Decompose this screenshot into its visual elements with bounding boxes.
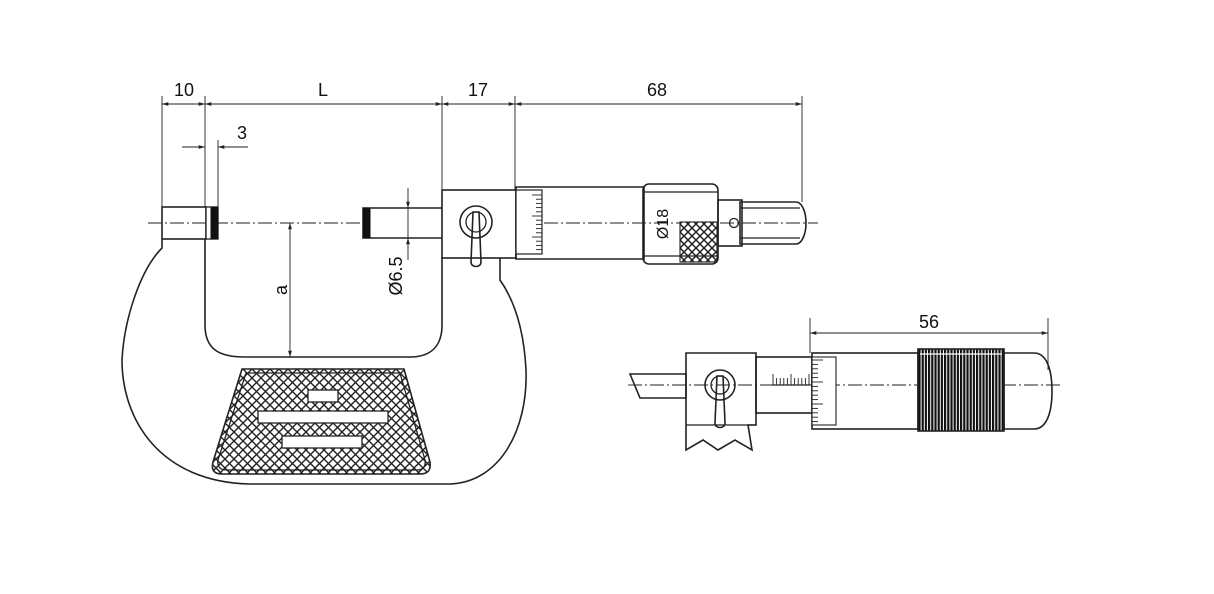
side-lock-nut[interactable] <box>704 369 736 401</box>
dim-text-56: 56 <box>919 312 939 332</box>
plate-slot-2 <box>257 410 389 424</box>
dim-text-3: 3 <box>237 123 247 143</box>
ratchet-stop[interactable] <box>739 201 807 245</box>
dim-text-17: 17 <box>468 80 488 100</box>
side-lock-housing <box>685 352 757 452</box>
plate-slot-1 <box>307 389 339 403</box>
insulation-plate-rim <box>217 372 426 471</box>
dim-text-68: 68 <box>647 80 667 100</box>
frame-throat <box>204 239 443 358</box>
side-lock-lever[interactable] <box>714 375 726 429</box>
sleeve-scale <box>532 194 542 251</box>
side-sleeve-scale <box>772 374 810 385</box>
plate-slot-3 <box>281 435 363 449</box>
sleeve-collar <box>515 189 543 255</box>
side-view: 56 <box>628 312 1060 452</box>
lock-nut[interactable] <box>459 205 493 239</box>
thimble-knurl <box>679 221 718 263</box>
anvil-carbide <box>210 206 219 240</box>
dim-text-d65: Ø6.5 <box>386 256 406 295</box>
side-ratchet-cap[interactable] <box>1003 352 1053 430</box>
dim-text-a: a <box>271 284 291 295</box>
frame-outline <box>121 239 527 485</box>
dim-text-L: L <box>318 80 328 100</box>
side-spindle <box>628 373 687 399</box>
spindle-carbide <box>362 207 371 239</box>
spindle <box>362 207 444 239</box>
side-ratchet-knurl[interactable] <box>917 348 1005 432</box>
dim-text-10: 10 <box>174 80 194 100</box>
dim-text-d18: Ø18 <box>655 209 672 239</box>
lock-lever[interactable] <box>470 211 482 268</box>
ratchet-pin <box>728 217 740 229</box>
side-thimble-scale <box>812 359 823 423</box>
front-view: 10 L 17 68 3 a Ø6.5 Ø18 <box>121 80 818 485</box>
ratchet-neck <box>717 199 743 247</box>
